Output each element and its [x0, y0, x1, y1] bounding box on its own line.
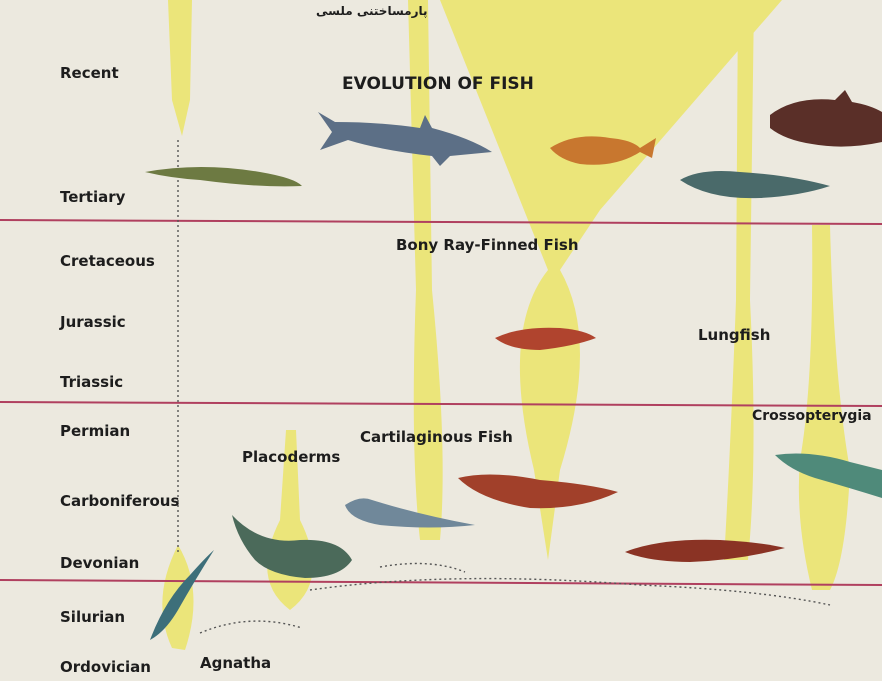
diagram-title: EVOLUTION OF FISH	[342, 74, 534, 94]
group-label-cartilaginous: Cartilaginous Fish	[360, 428, 513, 446]
group-label-bony-ray-finned: Bony Ray-Finned Fish	[396, 236, 579, 254]
lamprey-fish	[145, 167, 302, 186]
agnatha-lineage	[168, 0, 192, 136]
period-ordovician: Ordovician	[60, 658, 151, 676]
period-recent: Recent	[60, 64, 119, 82]
persian-caption: پارمساختنی ملسی	[316, 4, 428, 18]
period-carboniferous: Carboniferous	[60, 492, 179, 510]
jurassic-fish	[495, 328, 596, 350]
agnatha-connector	[200, 621, 302, 633]
period-jurassic: Jurassic	[60, 313, 126, 331]
period-devonian: Devonian	[60, 554, 139, 572]
lungfish-fish	[680, 171, 830, 198]
period-permian: Permian	[60, 422, 130, 440]
group-label-lungfish: Lungfish	[698, 326, 770, 344]
coelacanth-fish	[770, 90, 882, 147]
period-cretaceous: Cretaceous	[60, 252, 155, 270]
primitive-shark	[345, 498, 475, 527]
lungfish-lineage	[724, 0, 754, 560]
group-label-agnatha: Agnatha	[200, 654, 271, 672]
period-silurian: Silurian	[60, 608, 125, 626]
period-tertiary: Tertiary	[60, 188, 125, 206]
period-triassic: Triassic	[60, 373, 123, 391]
paleozoic-divider	[0, 580, 882, 585]
devonian-lungfish	[625, 540, 785, 562]
group-label-crossopterygia: Crossopterygia	[752, 408, 872, 424]
shark-fish	[318, 112, 492, 166]
cartilaginous-connector	[380, 563, 465, 572]
group-label-placoderms: Placoderms	[242, 448, 340, 466]
